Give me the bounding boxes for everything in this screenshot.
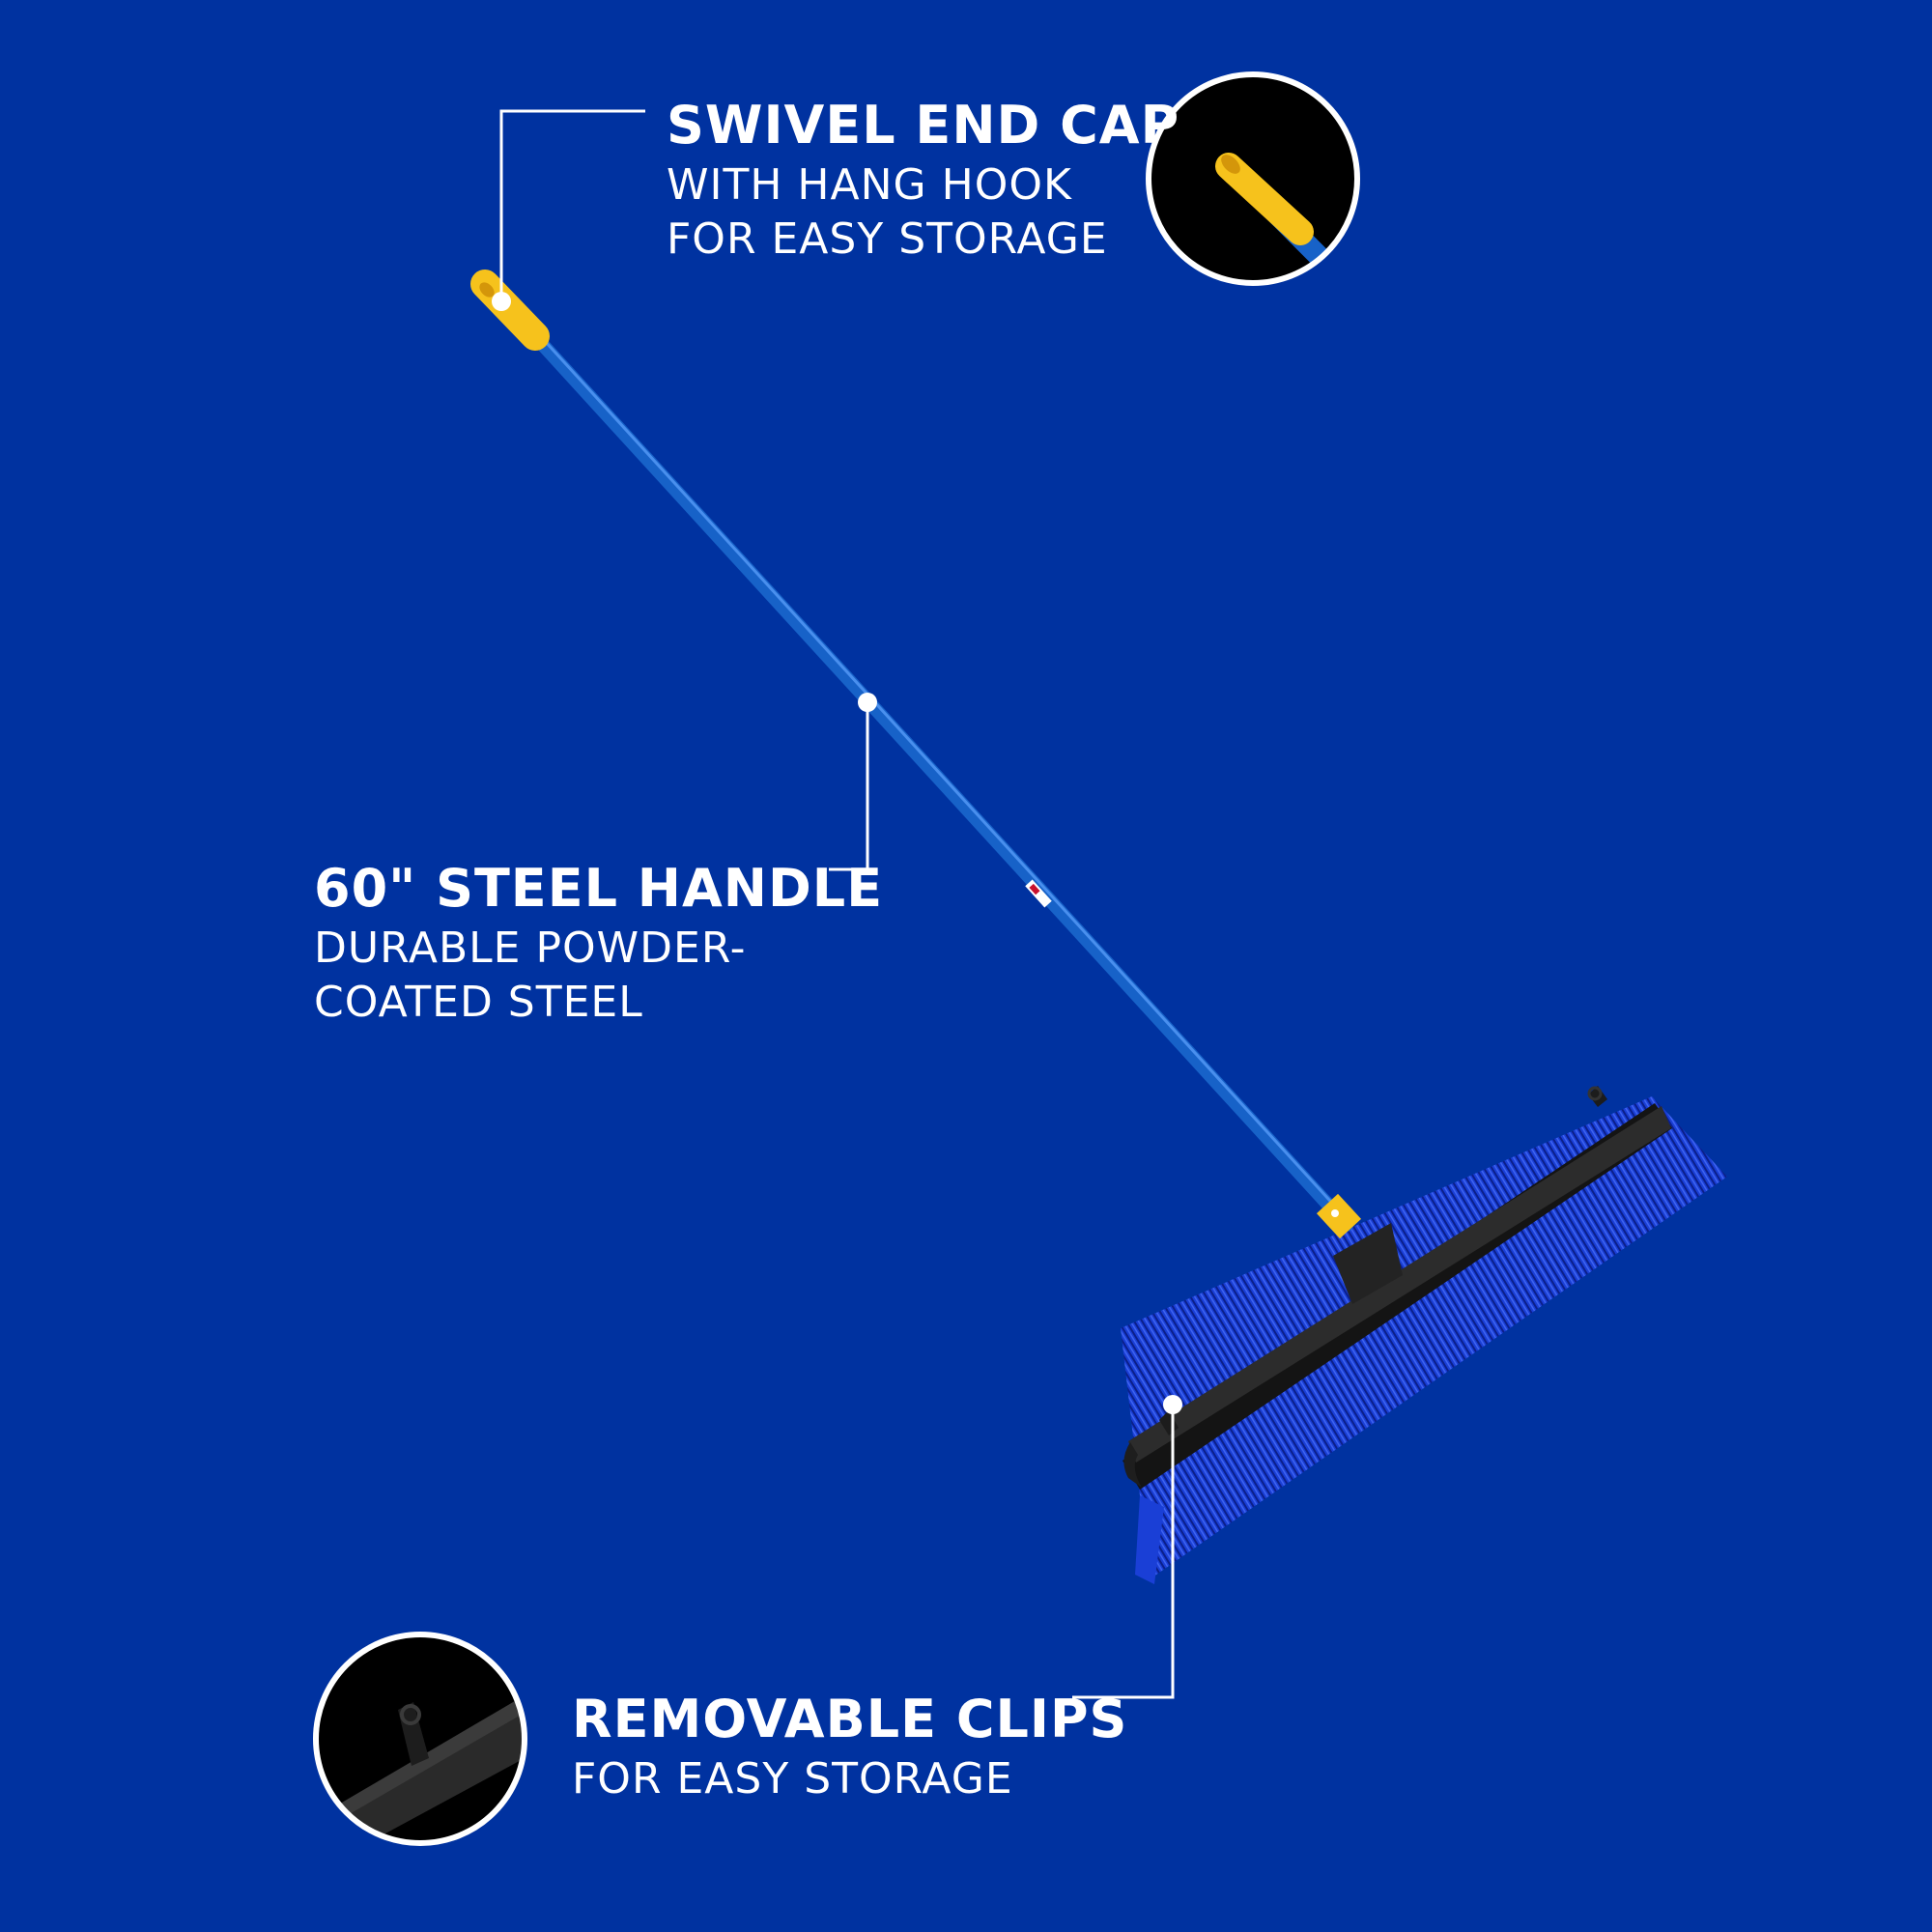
handle-callout: 60" STEEL HANDLE DURABLE POWDER- COATED … xyxy=(314,858,883,1028)
end-cap-dot xyxy=(492,292,511,311)
handle-dot xyxy=(858,693,877,712)
clip-closeup-inset xyxy=(313,1632,527,1846)
steel-handle xyxy=(505,304,1362,1239)
handle-line-1: DURABLE POWDER- xyxy=(314,923,747,973)
callout-leader-lines xyxy=(499,109,1175,1699)
callout-dots xyxy=(492,292,1182,1414)
end-cap-closeup-inset xyxy=(1146,71,1360,286)
handle-leader xyxy=(829,705,869,871)
broom-bristles xyxy=(1121,1096,1727,1584)
clips-title: REMOVABLE CLIPS xyxy=(572,1689,1128,1749)
clips-line-1: FOR EASY STORAGE xyxy=(572,1753,1013,1804)
end-cap-title: SWIVEL END CAP xyxy=(667,95,1180,156)
handle-title: 60" STEEL HANDLE xyxy=(314,858,884,919)
clips-callout: REMOVABLE CLIPS FOR EASY STORAGE xyxy=(572,1689,1127,1804)
end-cap-line-2: FOR EASY STORAGE xyxy=(667,213,1108,264)
end-cap-line-1: WITH HANG HOOK xyxy=(667,159,1072,210)
handle-line-2: COATED STEEL xyxy=(314,977,643,1027)
clips-dot xyxy=(1163,1395,1182,1414)
swivel-end-cap xyxy=(470,270,550,351)
broom-head xyxy=(1122,1086,1672,1490)
end-cap-leader xyxy=(499,109,645,301)
end-cap-callout: SWIVEL END CAP WITH HANG HOOK FOR EASY S… xyxy=(667,95,1179,265)
clips-leader xyxy=(1072,1406,1175,1699)
